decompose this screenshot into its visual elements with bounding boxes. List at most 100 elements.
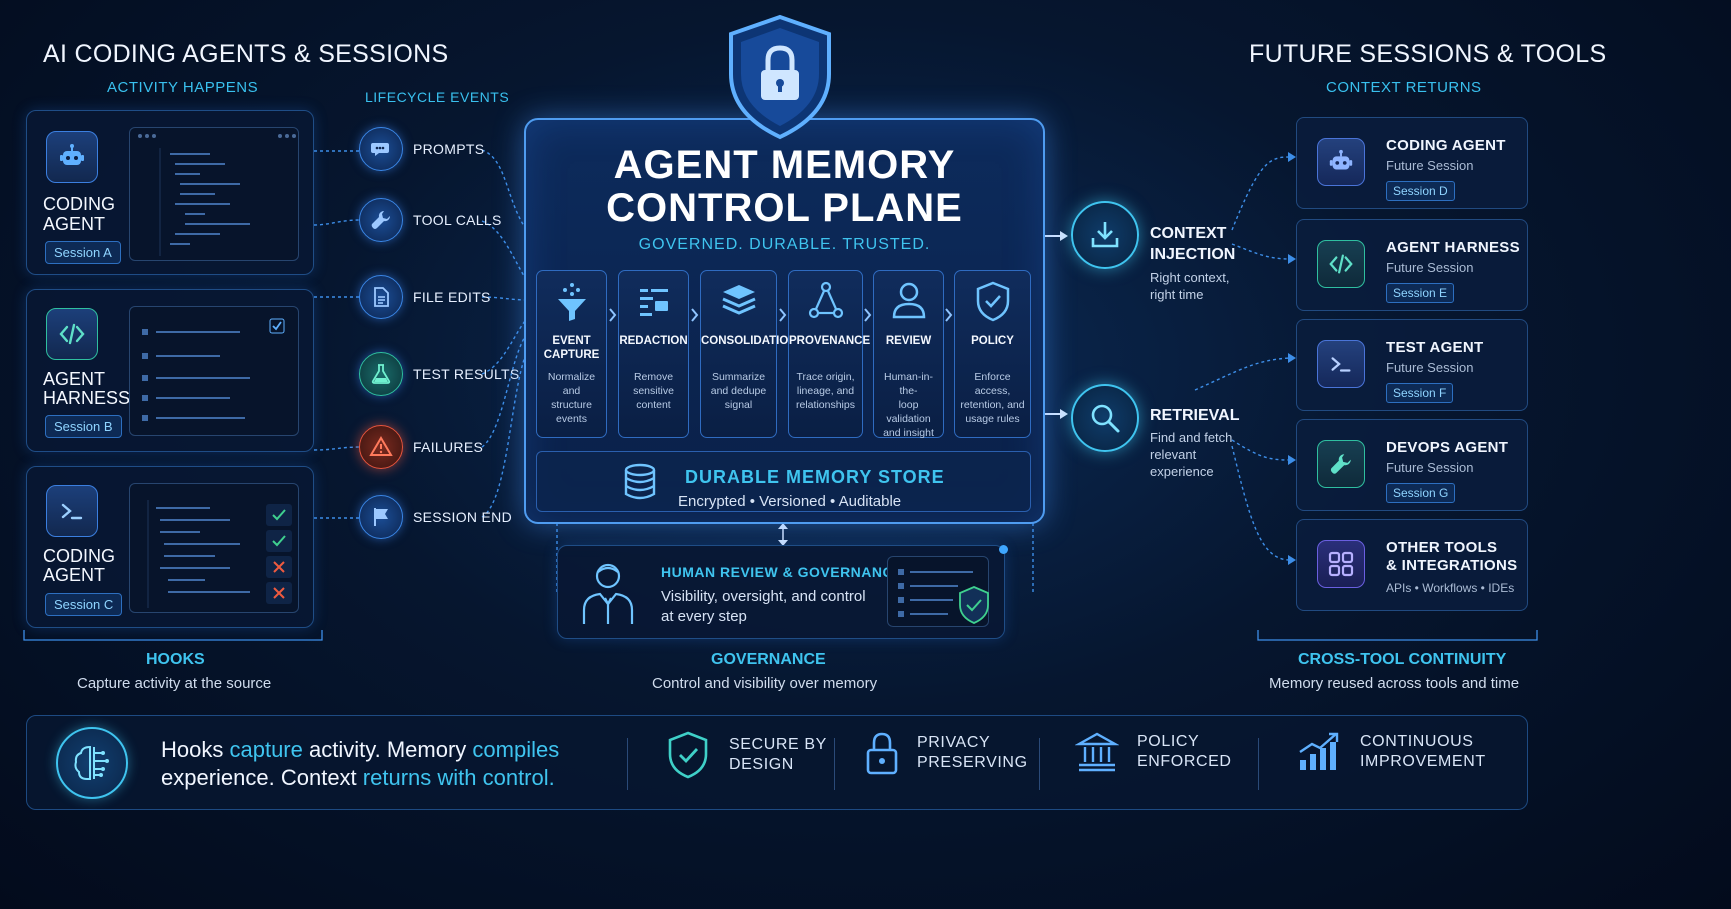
stage-desc-1: Trace origin,: [796, 371, 855, 383]
session-chip: Session A: [45, 241, 121, 264]
card-title-line2: & INTEGRATIONS: [1386, 557, 1518, 574]
stage-title-line1: PROVENANCE: [789, 335, 871, 347]
human-review-sub-line2: at every step: [661, 608, 747, 625]
event-label: FAILURES: [413, 439, 484, 455]
human-review-title: HUMAN REVIEW & GOVERNANCE: [661, 564, 903, 580]
agent-card-a[interactable]: CODING AGENT Session A: [26, 110, 314, 275]
card-title-line1: OTHER TOOLS: [1386, 539, 1498, 556]
future-card-agent-harness[interactable]: AGENT HARNESS Future Session Session E: [1296, 219, 1528, 311]
injection-sub-line1: Right context,: [1150, 270, 1230, 285]
event-label: PROMPTS: [413, 141, 485, 157]
tagline-highlight: compiles: [472, 737, 560, 762]
shield-check-icon: [976, 281, 1009, 322]
agent-name-line1: CODING: [43, 194, 115, 214]
terminal-icon: [46, 485, 98, 537]
future-card-devops-agent[interactable]: DEVOPS AGENT Future Session Session G: [1296, 419, 1528, 511]
tagline-text: Hooks: [161, 737, 230, 762]
event-failures: FAILURES: [359, 425, 483, 469]
robot-icon: [46, 131, 98, 183]
card-title: AGENT HARNESS: [1386, 239, 1520, 256]
stage-policy[interactable]: POLICY Enforce access, retention, and us…: [954, 270, 1031, 438]
retrieval-sub-line2: relevant: [1150, 447, 1197, 462]
event-label: TOOL CALLS: [413, 212, 502, 228]
code-icon: [46, 308, 98, 360]
agent-name-line2: HARNESS: [43, 388, 131, 408]
code-icon: [1317, 240, 1365, 288]
feature-line2: IMPROVEMENT: [1360, 753, 1486, 770]
card-subtitle: Future Session: [1386, 260, 1474, 275]
stage-redaction[interactable]: REDACTION Remove sensitive content: [618, 270, 689, 438]
future-card-test-agent[interactable]: TEST AGENT Future Session Session F: [1296, 319, 1528, 411]
stage-provenance[interactable]: PROVENANCE Trace origin, lineage, and re…: [788, 270, 871, 438]
stage-desc-3: and insight: [883, 427, 934, 439]
agent-name-line2: AGENT: [43, 214, 106, 234]
future-card-other-tools[interactable]: OTHER TOOLS & INTEGRATIONS APIs • Workfl…: [1296, 519, 1528, 611]
session-chip: Session G: [1386, 483, 1456, 503]
search-icon[interactable]: [1071, 384, 1139, 452]
card-title: CODING AGENT: [1386, 137, 1506, 154]
stage-desc-2: lineage, and: [796, 385, 855, 397]
feature-line1: SECURE BY: [729, 736, 827, 753]
lock-icon: [866, 732, 898, 775]
divider: [627, 738, 628, 790]
session-chip: Session B: [45, 415, 122, 438]
event-label: SESSION END: [413, 509, 512, 525]
control-plane-tagline: GOVERNED. DURABLE. TRUSTED.: [638, 236, 931, 253]
card-subtitle: Future Session: [1386, 158, 1474, 173]
download-icon[interactable]: [1071, 201, 1139, 269]
divider: [1039, 738, 1040, 790]
future-card-coding-agent[interactable]: CODING AGENT Future Session Session D: [1296, 117, 1528, 209]
grid-icon: [1317, 540, 1365, 588]
robot-icon: [1317, 138, 1365, 186]
stage-title-line1: EVENT: [552, 335, 591, 347]
hooks-subtitle: Capture activity at the source: [77, 675, 272, 692]
tagline-highlight: returns with control.: [362, 765, 555, 790]
stage-title-line1: POLICY: [971, 335, 1014, 347]
control-plane-title-line1: AGENT MEMORY: [613, 143, 956, 187]
chat-icon: [359, 127, 403, 171]
stage-title-line1: REDACTION: [619, 335, 688, 347]
event-label: TEST RESULTS: [413, 366, 520, 382]
right-section-title: FUTURE SESSIONS & TOOLS: [1249, 40, 1607, 68]
stage-title-line1: CONSOLIDATION: [701, 335, 797, 347]
card-title: TEST AGENT: [1386, 339, 1484, 356]
injection-title-line2: INJECTION: [1150, 246, 1236, 263]
stage-desc-2: retention, and: [960, 399, 1025, 411]
agent-name-line2: AGENT: [43, 565, 106, 585]
agent-card-c[interactable]: CODING AGENT Session C: [26, 466, 314, 628]
card-subtitle: APIs • Workflows • IDEs: [1386, 581, 1515, 595]
lifecycle-title: LIFECYCLE EVENTS: [365, 89, 510, 105]
stage-desc-3: signal: [724, 399, 753, 411]
checklist-preview: [129, 306, 299, 436]
tagline-highlight: capture: [229, 737, 303, 762]
reviewer-icon: [582, 563, 634, 624]
card-subtitle: Future Session: [1386, 460, 1474, 475]
hooks-title: HOOKS: [146, 651, 205, 668]
stage-title-line2: CAPTURE: [543, 349, 600, 361]
stage-desc-2: sensitive: [633, 385, 674, 397]
shield-check-icon: [668, 731, 708, 779]
continuity-title: CROSS-TOOL CONTINUITY: [1298, 651, 1507, 668]
stage-event-capture[interactable]: EVENT CAPTURE Normalize and structure ev…: [536, 270, 607, 438]
tagline-line2: experience. Context returns with control…: [161, 766, 555, 790]
governance-subtitle: Control and visibility over memory: [652, 675, 878, 692]
stage-chevrons: [609, 308, 953, 322]
stage-desc-2: structure: [551, 399, 592, 411]
agent-card-b[interactable]: AGENT HARNESS Session B: [26, 289, 314, 452]
stage-review[interactable]: REVIEW Human-in-the- loop validation and…: [873, 270, 944, 439]
governance-title: GOVERNANCE: [711, 651, 826, 668]
stage-title-line1: REVIEW: [885, 335, 932, 347]
session-chip: Session C: [45, 593, 123, 616]
stage-consolidation[interactable]: CONSOLIDATION Summarize and dedupe signa…: [700, 270, 797, 438]
feature-line1: CONTINUOUS: [1360, 733, 1474, 750]
agent-name-line1: AGENT: [43, 369, 106, 389]
event-test-results: TEST RESULTS: [359, 352, 520, 396]
status-dot: [999, 545, 1008, 554]
tagline-line1: Hooks capture activity. Memory compiles: [161, 738, 559, 762]
left-section-title: AI CODING AGENTS & SESSIONS: [43, 40, 449, 68]
tagline-text: experience. Context: [161, 765, 363, 790]
event-file-edits: FILE EDITS: [359, 275, 491, 319]
stage-desc-3: events: [556, 413, 587, 425]
